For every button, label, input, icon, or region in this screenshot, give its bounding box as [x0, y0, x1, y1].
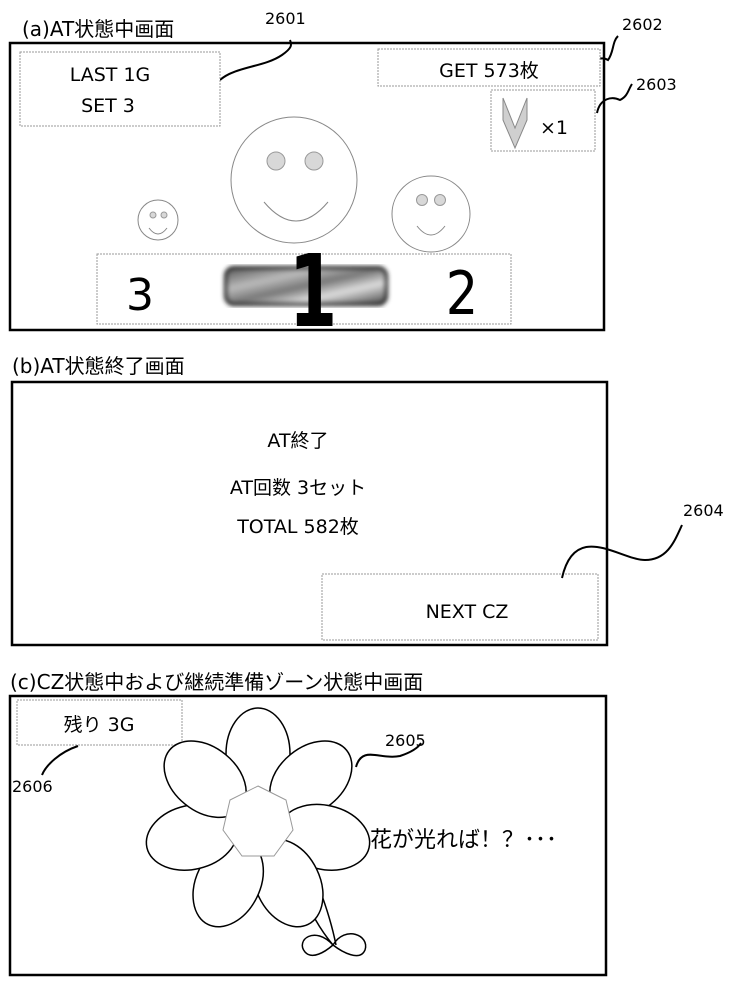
panel-b: (b)AT状態終了画面 AT終了 AT回数 3セット TOTAL 582枚 NE…: [10, 354, 724, 647]
leader-2605: [355, 742, 422, 768]
remaining-games-text: 残り 3G: [64, 714, 135, 736]
panel-c: (c)CZ状態中および継続準備ゾーン状態中画面 残り 3G 2606 2605 …: [8, 670, 608, 977]
stock-arrow-icon: [502, 97, 528, 150]
panel-a: (a)AT状態中画面 2601 LAST 1G SET 3 2602 GET 5…: [8, 9, 677, 350]
total-text: TOTAL 582枚: [236, 516, 359, 538]
leader-2606: [41, 745, 79, 776]
panel-a-title: (a)AT状態中画面: [22, 17, 174, 41]
panel-c-screen: [8, 694, 608, 977]
ref-2605: 2605: [385, 731, 426, 750]
reel-right-number: 2: [446, 259, 478, 329]
get-medals-text: GET 573枚: [439, 60, 539, 82]
panel-a-screen: [8, 41, 606, 332]
ref-2604: 2604: [683, 501, 724, 520]
reel-center-number: 1: [289, 234, 338, 350]
leader-2604: [561, 524, 683, 579]
panel-c-title: (c)CZ状態中および継続準備ゾーン状態中画面: [10, 670, 423, 694]
reel-blur-frame: [224, 266, 388, 306]
smiley-medium: [391, 175, 471, 253]
ref-2602: 2602: [622, 15, 663, 34]
ref-2601: 2601: [265, 9, 306, 28]
next-cz-box: [321, 573, 599, 641]
leader-2601: [211, 39, 292, 91]
at-count-text: AT回数 3セット: [230, 477, 366, 499]
multiplier-text: ×1: [540, 117, 568, 139]
ref-2603: 2603: [636, 75, 677, 94]
at-end-heading: AT終了: [267, 430, 328, 452]
panel-b-title: (b)AT状態終了画面: [12, 354, 185, 378]
smiley-large: [230, 116, 358, 244]
get-medals-box: [377, 48, 601, 87]
next-cz-text: NEXT CZ: [426, 601, 509, 623]
last-games-text: LAST 1G: [70, 64, 151, 86]
smiley-small: [137, 199, 179, 241]
flower-message: 花が光れば！？･･･: [370, 828, 557, 853]
panel-b-screen: [10, 380, 609, 647]
game-info-box: [19, 51, 221, 127]
set-count-text: SET 3: [81, 95, 135, 117]
ref-2606: 2606: [12, 777, 53, 796]
reel-left-number: 3: [126, 270, 154, 321]
flower-illustration: [145, 707, 371, 957]
remaining-games-box: [16, 699, 183, 746]
leader-2603: [596, 83, 633, 114]
